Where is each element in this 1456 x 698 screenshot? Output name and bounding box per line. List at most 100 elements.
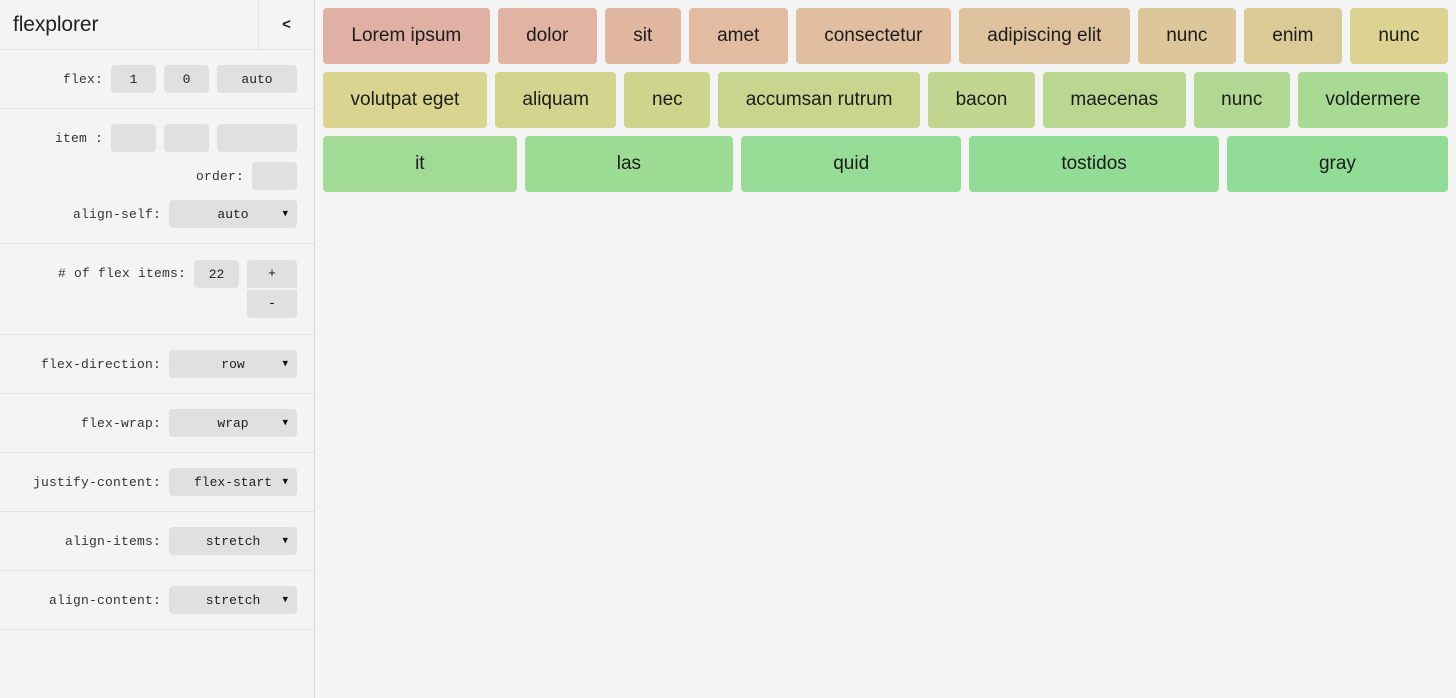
flex-item-label: amet xyxy=(717,25,760,46)
flex-grow-input[interactable] xyxy=(111,65,156,93)
flex-item-label: nunc xyxy=(1378,25,1420,46)
app-title: flexplorer xyxy=(13,12,99,36)
flex-item[interactable]: voldermere xyxy=(1297,72,1448,128)
section-flex: flex: xyxy=(0,50,314,109)
flex-item[interactable]: amet xyxy=(688,8,788,64)
align-items-select-wrap[interactable]: stretch ▾ xyxy=(169,527,297,555)
row-align-self: align-self: auto ▾ xyxy=(0,195,314,233)
flex-item-label: maecenas xyxy=(1070,89,1159,110)
flex-item-label: quid xyxy=(833,153,870,174)
row-flex: flex: xyxy=(0,60,314,98)
flex-basis-input[interactable] xyxy=(217,65,297,93)
flex-item[interactable]: Lorem ipsum xyxy=(323,8,490,64)
section-flex-wrap: flex-wrap: wrap ▾ xyxy=(0,394,314,453)
item-label: item : xyxy=(54,130,103,146)
flex-item[interactable]: nec xyxy=(624,72,711,128)
controls-sidebar: flexplorer < flex: item : order: xyxy=(0,0,315,698)
flex-wrap-select-wrap[interactable]: wrap ▾ xyxy=(169,409,297,437)
section-flex-direction: flex-direction: row ▾ xyxy=(0,335,314,394)
row-align-items: align-items: stretch ▾ xyxy=(0,522,314,560)
flex-item-label: voldermere xyxy=(1325,89,1421,110)
row-flex-wrap: flex-wrap: wrap ▾ xyxy=(0,404,314,442)
flex-direction-label: flex-direction: xyxy=(40,356,161,372)
flex-direction-select-wrap[interactable]: row ▾ xyxy=(169,350,297,378)
align-content-select-wrap[interactable]: stretch ▾ xyxy=(169,586,297,614)
flex-item-label: volutpat eget xyxy=(350,89,460,110)
section-justify-content: justify-content: flex-start ▾ xyxy=(0,453,314,512)
justify-content-select-wrap[interactable]: flex-start ▾ xyxy=(169,468,297,496)
increment-button[interactable]: + xyxy=(247,260,297,288)
flex-wrap-label: flex-wrap: xyxy=(80,415,161,431)
flex-wrap-select[interactable]: wrap xyxy=(169,409,297,437)
flex-item-label: adipiscing elit xyxy=(987,25,1102,46)
flex-item-label: dolor xyxy=(526,25,569,46)
flex-item[interactable]: adipiscing elit xyxy=(958,8,1130,64)
flex-item[interactable]: it xyxy=(323,136,517,192)
sidebar-header: flexplorer < xyxy=(0,0,314,50)
num-items-input[interactable] xyxy=(194,260,239,288)
justify-content-label: justify-content: xyxy=(32,474,161,490)
flex-item-label: nec xyxy=(652,89,683,110)
row-justify-content: justify-content: flex-start ▾ xyxy=(0,463,314,501)
flex-item-label: sit xyxy=(633,25,653,46)
flex-item-label: Lorem ipsum xyxy=(351,25,462,46)
align-items-label: align-items: xyxy=(64,533,161,549)
num-items-stepper: + - xyxy=(247,260,297,318)
row-order: order: xyxy=(0,157,314,195)
flex-item[interactable]: nunc xyxy=(1137,8,1236,64)
item-basis-input[interactable] xyxy=(217,124,297,152)
align-content-select[interactable]: stretch xyxy=(169,586,297,614)
justify-content-select[interactable]: flex-start xyxy=(169,468,297,496)
flex-item-label: it xyxy=(415,153,425,174)
flex-item[interactable]: las xyxy=(524,136,734,192)
order-input[interactable] xyxy=(252,162,297,190)
chevron-left-icon[interactable]: < xyxy=(258,0,314,49)
flex-item[interactable]: volutpat eget xyxy=(323,72,487,128)
flex-item-label: gray xyxy=(1318,153,1356,174)
flex-item-label: nunc xyxy=(1166,25,1208,46)
flex-label: flex: xyxy=(62,71,103,87)
item-shrink-input[interactable] xyxy=(164,124,209,152)
row-align-content: align-content: stretch ▾ xyxy=(0,581,314,619)
preview-area: Lorem ipsum dolor sit amet consectetur adipis… xyxy=(315,0,1456,698)
decrement-button[interactable]: - xyxy=(247,290,297,318)
align-self-select-wrap[interactable]: auto ▾ xyxy=(169,200,297,228)
flex-item[interactable]: gray xyxy=(1226,136,1449,192)
flex-direction-select[interactable]: row xyxy=(169,350,297,378)
row-num-items: # of flex items: + - xyxy=(0,254,314,324)
flex-item[interactable]: aliquam xyxy=(494,72,617,128)
flex-item[interactable]: enim xyxy=(1243,8,1342,64)
flex-item-label: las xyxy=(616,153,642,174)
flex-item-label: tostidos xyxy=(1061,153,1127,174)
flex-item[interactable]: maecenas xyxy=(1042,72,1186,128)
flex-item[interactable]: accumsan rutrum xyxy=(718,72,921,128)
flex-item[interactable]: bacon xyxy=(928,72,1035,128)
flex-shrink-input[interactable] xyxy=(164,65,209,93)
align-self-label: align-self: xyxy=(72,206,161,222)
flex-item-label: nunc xyxy=(1221,89,1263,110)
flex-item[interactable]: dolor xyxy=(497,8,597,64)
section-align-items: align-items: stretch ▾ xyxy=(0,512,314,571)
flex-item-label: accumsan rutrum xyxy=(745,89,893,110)
flex-item-label: enim xyxy=(1272,25,1314,46)
flex-item[interactable]: sit xyxy=(604,8,681,64)
flex-item[interactable]: tostidos xyxy=(969,136,1219,192)
section-item: item : order: align-self: auto ▾ xyxy=(0,109,314,244)
section-align-content: align-content: stretch ▾ xyxy=(0,571,314,630)
flex-item[interactable]: nunc xyxy=(1193,72,1290,128)
row-flex-direction: flex-direction: row ▾ xyxy=(0,345,314,383)
flex-item[interactable]: consectetur xyxy=(795,8,951,64)
item-grow-input[interactable] xyxy=(111,124,156,152)
align-items-select[interactable]: stretch xyxy=(169,527,297,555)
flex-item-label: aliquam xyxy=(522,89,589,110)
flex-item-label: consectetur xyxy=(824,25,923,46)
num-items-label: # of flex items: xyxy=(57,266,186,281)
flex-item-label: bacon xyxy=(955,89,1008,110)
order-label: order: xyxy=(195,168,244,184)
flex-item[interactable]: nunc xyxy=(1349,8,1448,64)
align-self-select[interactable]: auto xyxy=(169,200,297,228)
row-item: item : xyxy=(0,119,314,157)
flex-container: Lorem ipsum dolor sit amet consectetur adipis… xyxy=(323,8,1449,192)
flex-item[interactable]: quid xyxy=(741,136,962,192)
